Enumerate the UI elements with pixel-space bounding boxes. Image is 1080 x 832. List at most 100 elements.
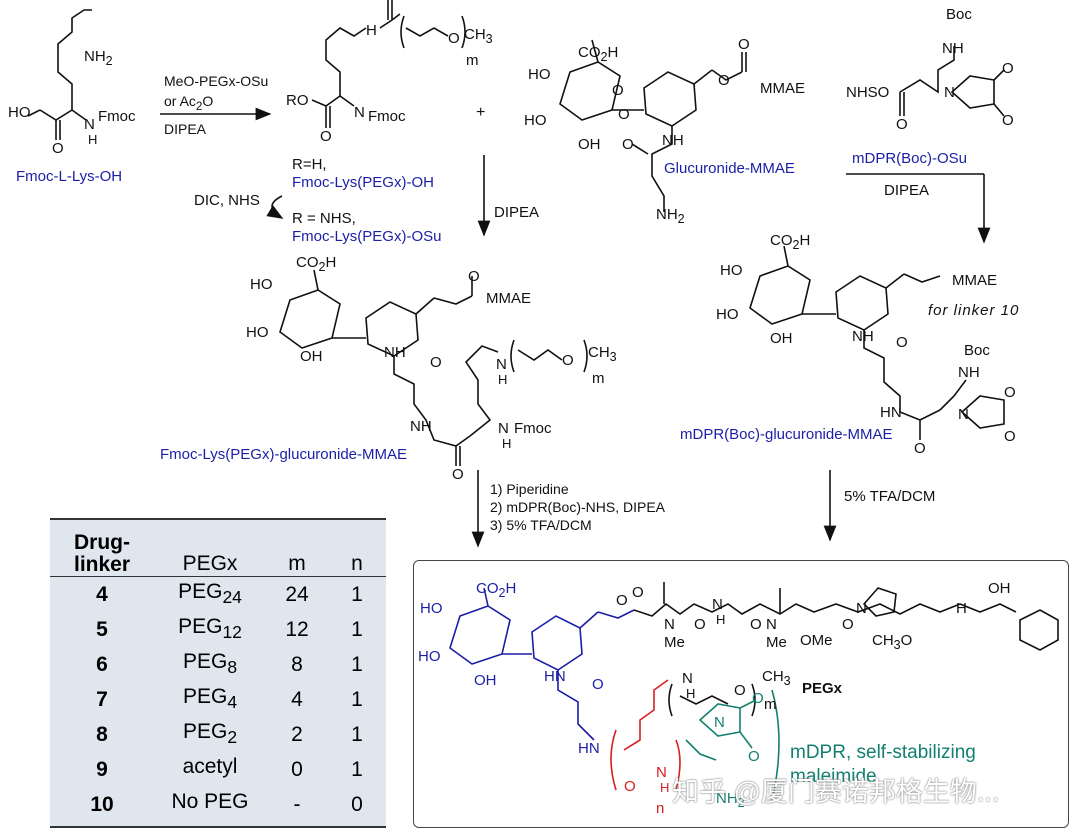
p-m-label: m <box>764 696 777 713</box>
p-o-label-4: O <box>750 616 762 633</box>
o-label-1: O <box>52 140 64 157</box>
p-n-label-3: N <box>766 616 777 633</box>
cell-n: 1 <box>351 722 363 746</box>
m-label-2: m <box>592 370 605 387</box>
o-label-4: O <box>468 268 480 285</box>
table-header-row: Drug-linker PEGx m n <box>50 520 386 577</box>
p-o-label-3: O <box>694 616 706 633</box>
cell-m: 2 <box>291 722 303 746</box>
p-oh-label-c: OH <box>474 672 497 689</box>
header-m: m <box>266 520 328 577</box>
o-label-2: O <box>320 128 332 145</box>
fmoc-lys-pegx-oh-name: Fmoc-Lys(PEGx)-OH <box>292 174 434 191</box>
o-link-label: O <box>618 106 630 123</box>
cell-m: 4 <box>291 687 303 711</box>
step2-label: 2) mDPR(Boc)-NHS, DIPEA <box>490 499 666 515</box>
o-mal-label-1b: O <box>1002 112 1014 129</box>
dipea-right-label: DIPEA <box>884 182 930 199</box>
product-structure <box>449 582 1059 801</box>
p-ho-label-a: HO <box>420 600 443 617</box>
cell-m: 24 <box>285 582 309 606</box>
fmoc-l-lys-oh-name: Fmoc-L-Lys-OH <box>16 168 123 185</box>
cell-n: 1 <box>351 687 363 711</box>
p-o-label-1: O <box>616 592 628 609</box>
boc-label-2: Boc <box>964 342 990 359</box>
o-amide-label-2: O <box>430 354 442 371</box>
ho-label: HO <box>8 104 31 121</box>
o-mal-label-2b: O <box>1004 428 1016 445</box>
table-row: 10 No PEG - 0 <box>50 787 386 822</box>
p-n-label-2: N <box>712 596 723 613</box>
table-row: 9 acetyl 0 1 <box>50 752 386 787</box>
tfa-dcm-label: 5% TFA/DCM <box>844 488 936 505</box>
h-label: H <box>88 132 98 147</box>
m-label-1: m <box>466 52 479 69</box>
fmoc-lys-pegx-glucuronide-mmae-name: Fmoc-Lys(PEGx)-glucuronide-MMAE <box>160 446 407 463</box>
o-mal-label-1c: O <box>896 116 908 133</box>
table-row: 6 PEG8 8 1 <box>50 647 386 682</box>
p-mal-o-label-1: O <box>752 690 764 707</box>
header-n: n <box>328 520 386 577</box>
drug-linker-table: Drug-linker PEGx m n 4 PEG24 24 1 5 PEG1… <box>50 518 386 828</box>
cell-drug-linker: 9 <box>96 757 108 781</box>
cell-pegx: PEG2 <box>182 720 238 748</box>
watermark-text: 知乎 @厦门赛诺邦格生物... <box>672 777 1000 807</box>
p-ome-label: OMe <box>800 632 833 649</box>
glucuronide-mmae-structure <box>559 39 747 212</box>
cell-drug-linker: 7 <box>96 687 108 711</box>
header-drug-linker: Drug-linker <box>50 520 154 577</box>
cell-n: 1 <box>351 582 363 606</box>
p-oh-end-label: OH <box>988 580 1011 597</box>
p-o-label-5: O <box>842 616 854 633</box>
o-mal-label-2a: O <box>1004 384 1016 401</box>
ho-label-g: HO <box>250 276 273 293</box>
cell-n: 1 <box>351 652 363 676</box>
nh2-label: NH2 <box>84 48 113 68</box>
cell-drug-linker: 6 <box>96 652 108 676</box>
fmoc-label-1: Fmoc <box>98 108 136 125</box>
n-label-2: N <box>354 104 365 121</box>
o-mal-label-2c: O <box>914 440 926 457</box>
o-label-3: O <box>452 466 464 483</box>
p-n-label-1: N <box>664 616 675 633</box>
oh-label-f: OH <box>770 330 793 347</box>
co2h-label-2: CO2H <box>770 232 811 252</box>
mmae-label-2: MMAE <box>952 272 997 289</box>
table-row: 5 PEG12 12 1 <box>50 612 386 647</box>
cell-m: 0 <box>291 757 303 781</box>
reagent-line3: DIPEA <box>164 121 207 137</box>
p-mal-o-label-2: O <box>748 748 760 765</box>
n-mal-label-2: N <box>958 406 969 423</box>
boc-label-1: Boc <box>946 6 972 23</box>
n-label: N <box>84 116 95 133</box>
nh-boc-label-2: NH <box>958 364 980 381</box>
cell-pegx: acetyl <box>182 755 238 779</box>
fmoc-lys-oh-structure <box>27 9 92 140</box>
dic-nhs-label: DIC, NHS <box>194 192 260 209</box>
p-n-pegx-label: N <box>682 670 693 687</box>
p-h-label-2: H <box>956 600 967 617</box>
fmoc-lys-pegx-osu-name: Fmoc-Lys(PEGx)-OSu <box>292 228 442 245</box>
p-me-label-2: Me <box>766 634 787 651</box>
hn-label-6: HN <box>880 404 902 421</box>
nh-label-1: NH <box>662 132 684 149</box>
dic-nhs-arrow <box>266 195 284 219</box>
o-carb-label: O <box>718 72 730 89</box>
nh-label-5: NH <box>852 328 874 345</box>
fmoc-lys-pegx-glucuronide-mmae-structure <box>279 269 588 466</box>
r-nhs-label: R = NHS, <box>292 210 356 227</box>
p-nh2-label: NH2 <box>716 790 745 810</box>
fmoc-label-2: Fmoc <box>368 108 406 125</box>
cell-pegx: No PEG <box>171 790 249 814</box>
p-mdpr-line1: mDPR, self-stabilizing <box>790 742 976 763</box>
ch3-label-1: CH3 <box>464 26 493 46</box>
n-mal-label-1: N <box>944 84 955 101</box>
nh-boc-label-1: NH <box>942 40 964 57</box>
ho-label-e: HO <box>716 306 739 323</box>
p-n-lys-label: N <box>656 764 667 781</box>
p-n-label-4: N <box>856 600 867 617</box>
glucuronide-mmae-name: Glucuronide-MMAE <box>664 160 795 177</box>
o-peg-label-1: O <box>448 30 460 47</box>
o-amide-label-3: O <box>896 334 908 351</box>
